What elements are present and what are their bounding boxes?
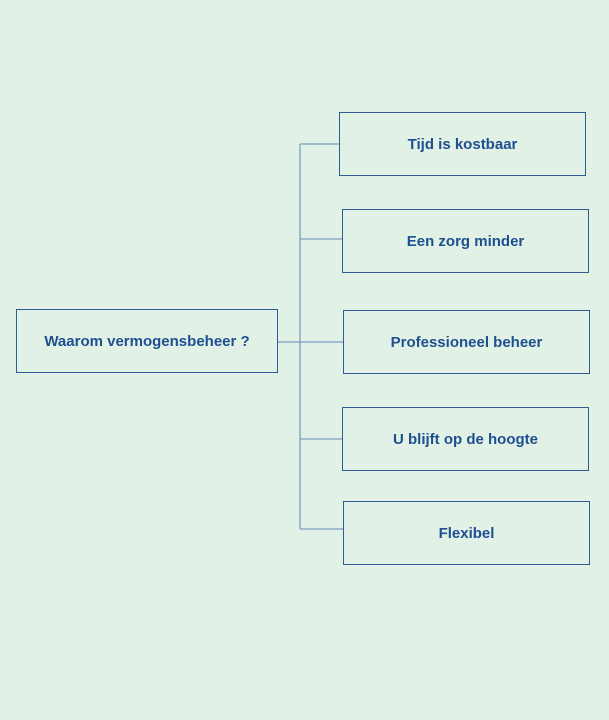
child-node-label: Een zorg minder bbox=[406, 232, 525, 250]
child-node-label: Tijd is kostbaar bbox=[407, 135, 518, 153]
root-node: Waarom vermogensbeheer ? bbox=[16, 309, 278, 373]
child-node-label: Professioneel beheer bbox=[390, 333, 543, 351]
child-node-professioneel-beheer: Professioneel beheer bbox=[343, 310, 590, 374]
child-node-u-blijft-op-de-hoogte: U blijft op de hoogte bbox=[342, 407, 589, 471]
child-node-een-zorg-minder: Een zorg minder bbox=[342, 209, 589, 273]
child-node-tijd-is-kostbaar: Tijd is kostbaar bbox=[339, 112, 586, 176]
child-node-flexibel: Flexibel bbox=[343, 501, 590, 565]
child-node-label: Flexibel bbox=[438, 524, 495, 542]
root-node-label: Waarom vermogensbeheer ? bbox=[44, 332, 250, 350]
child-node-label: U blijft op de hoogte bbox=[393, 430, 538, 448]
